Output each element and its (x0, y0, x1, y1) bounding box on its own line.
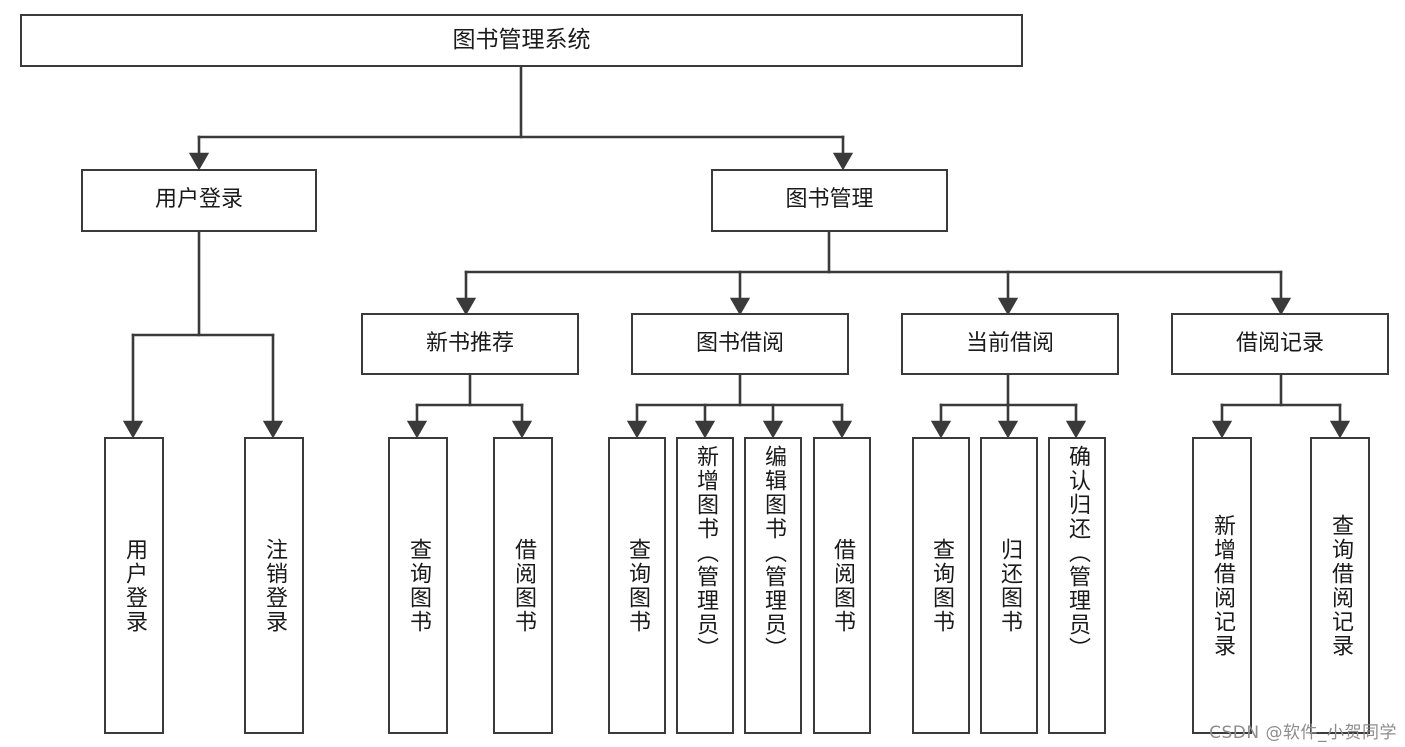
node-label: 图书管理系统 (452, 27, 591, 54)
node-user-login[interactable]: 用户登录 (81, 169, 317, 232)
node-current-borrow[interactable]: 当前借阅 (901, 313, 1119, 375)
leaf-user-login-login[interactable]: 用户登录 (104, 437, 164, 734)
node-label: 编辑图书（管理员） (761, 445, 786, 661)
leaf-borrow-record-query-record[interactable]: 查询借阅记录 (1310, 437, 1370, 734)
node-book-management[interactable]: 图书管理 (711, 169, 948, 232)
node-root-book-management-system[interactable]: 图书管理系统 (20, 14, 1023, 67)
node-label: 查询图书 (406, 537, 431, 634)
leaf-book-borrow-borrow-book[interactable]: 借阅图书 (813, 437, 871, 734)
node-label: 确认归还（管理员） (1065, 445, 1090, 661)
leaf-new-book-query-book[interactable]: 查询图书 (388, 437, 448, 734)
node-label: 用户登录 (154, 187, 243, 213)
node-label: 新增借阅记录 (1210, 513, 1235, 658)
node-label: 查询借阅记录 (1328, 513, 1353, 658)
node-label: 借阅图书 (511, 537, 536, 634)
node-label: 新增图书（管理员） (693, 445, 718, 661)
leaf-user-login-logout[interactable]: 注销登录 (244, 437, 304, 734)
leaf-new-book-borrow-book[interactable]: 借阅图书 (493, 437, 553, 734)
leaf-book-borrow-query-book[interactable]: 查询图书 (608, 437, 666, 734)
leaf-current-borrow-confirm-return-admin[interactable]: 确认归还（管理员） (1048, 437, 1106, 734)
node-label: 查询图书 (929, 537, 954, 634)
leaf-current-borrow-return-book[interactable]: 归还图书 (980, 437, 1038, 734)
node-label: 查询图书 (625, 537, 650, 634)
node-book-borrow[interactable]: 图书借阅 (631, 313, 849, 375)
node-label: 当前借阅 (965, 330, 1054, 356)
node-label: 注销登录 (262, 537, 287, 634)
node-label: 用户登录 (122, 537, 147, 634)
node-borrow-record[interactable]: 借阅记录 (1171, 313, 1389, 375)
csdn-watermark: CSDN @软件_小贺同学 (1209, 723, 1397, 743)
leaf-book-borrow-add-book-admin[interactable]: 新增图书（管理员） (676, 437, 734, 734)
leaf-borrow-record-add-record[interactable]: 新增借阅记录 (1192, 437, 1252, 734)
node-label: 新书推荐 (425, 330, 514, 356)
node-new-book-recommend[interactable]: 新书推荐 (361, 313, 579, 375)
node-label: 归还图书 (997, 537, 1022, 634)
node-label: 图书借阅 (695, 330, 784, 356)
node-label: 借阅图书 (830, 537, 855, 634)
node-label: 借阅记录 (1235, 330, 1324, 356)
leaf-current-borrow-query-book[interactable]: 查询图书 (912, 437, 970, 734)
leaf-book-borrow-edit-book-admin[interactable]: 编辑图书（管理员） (744, 437, 802, 734)
node-label: 图书管理 (785, 187, 874, 213)
